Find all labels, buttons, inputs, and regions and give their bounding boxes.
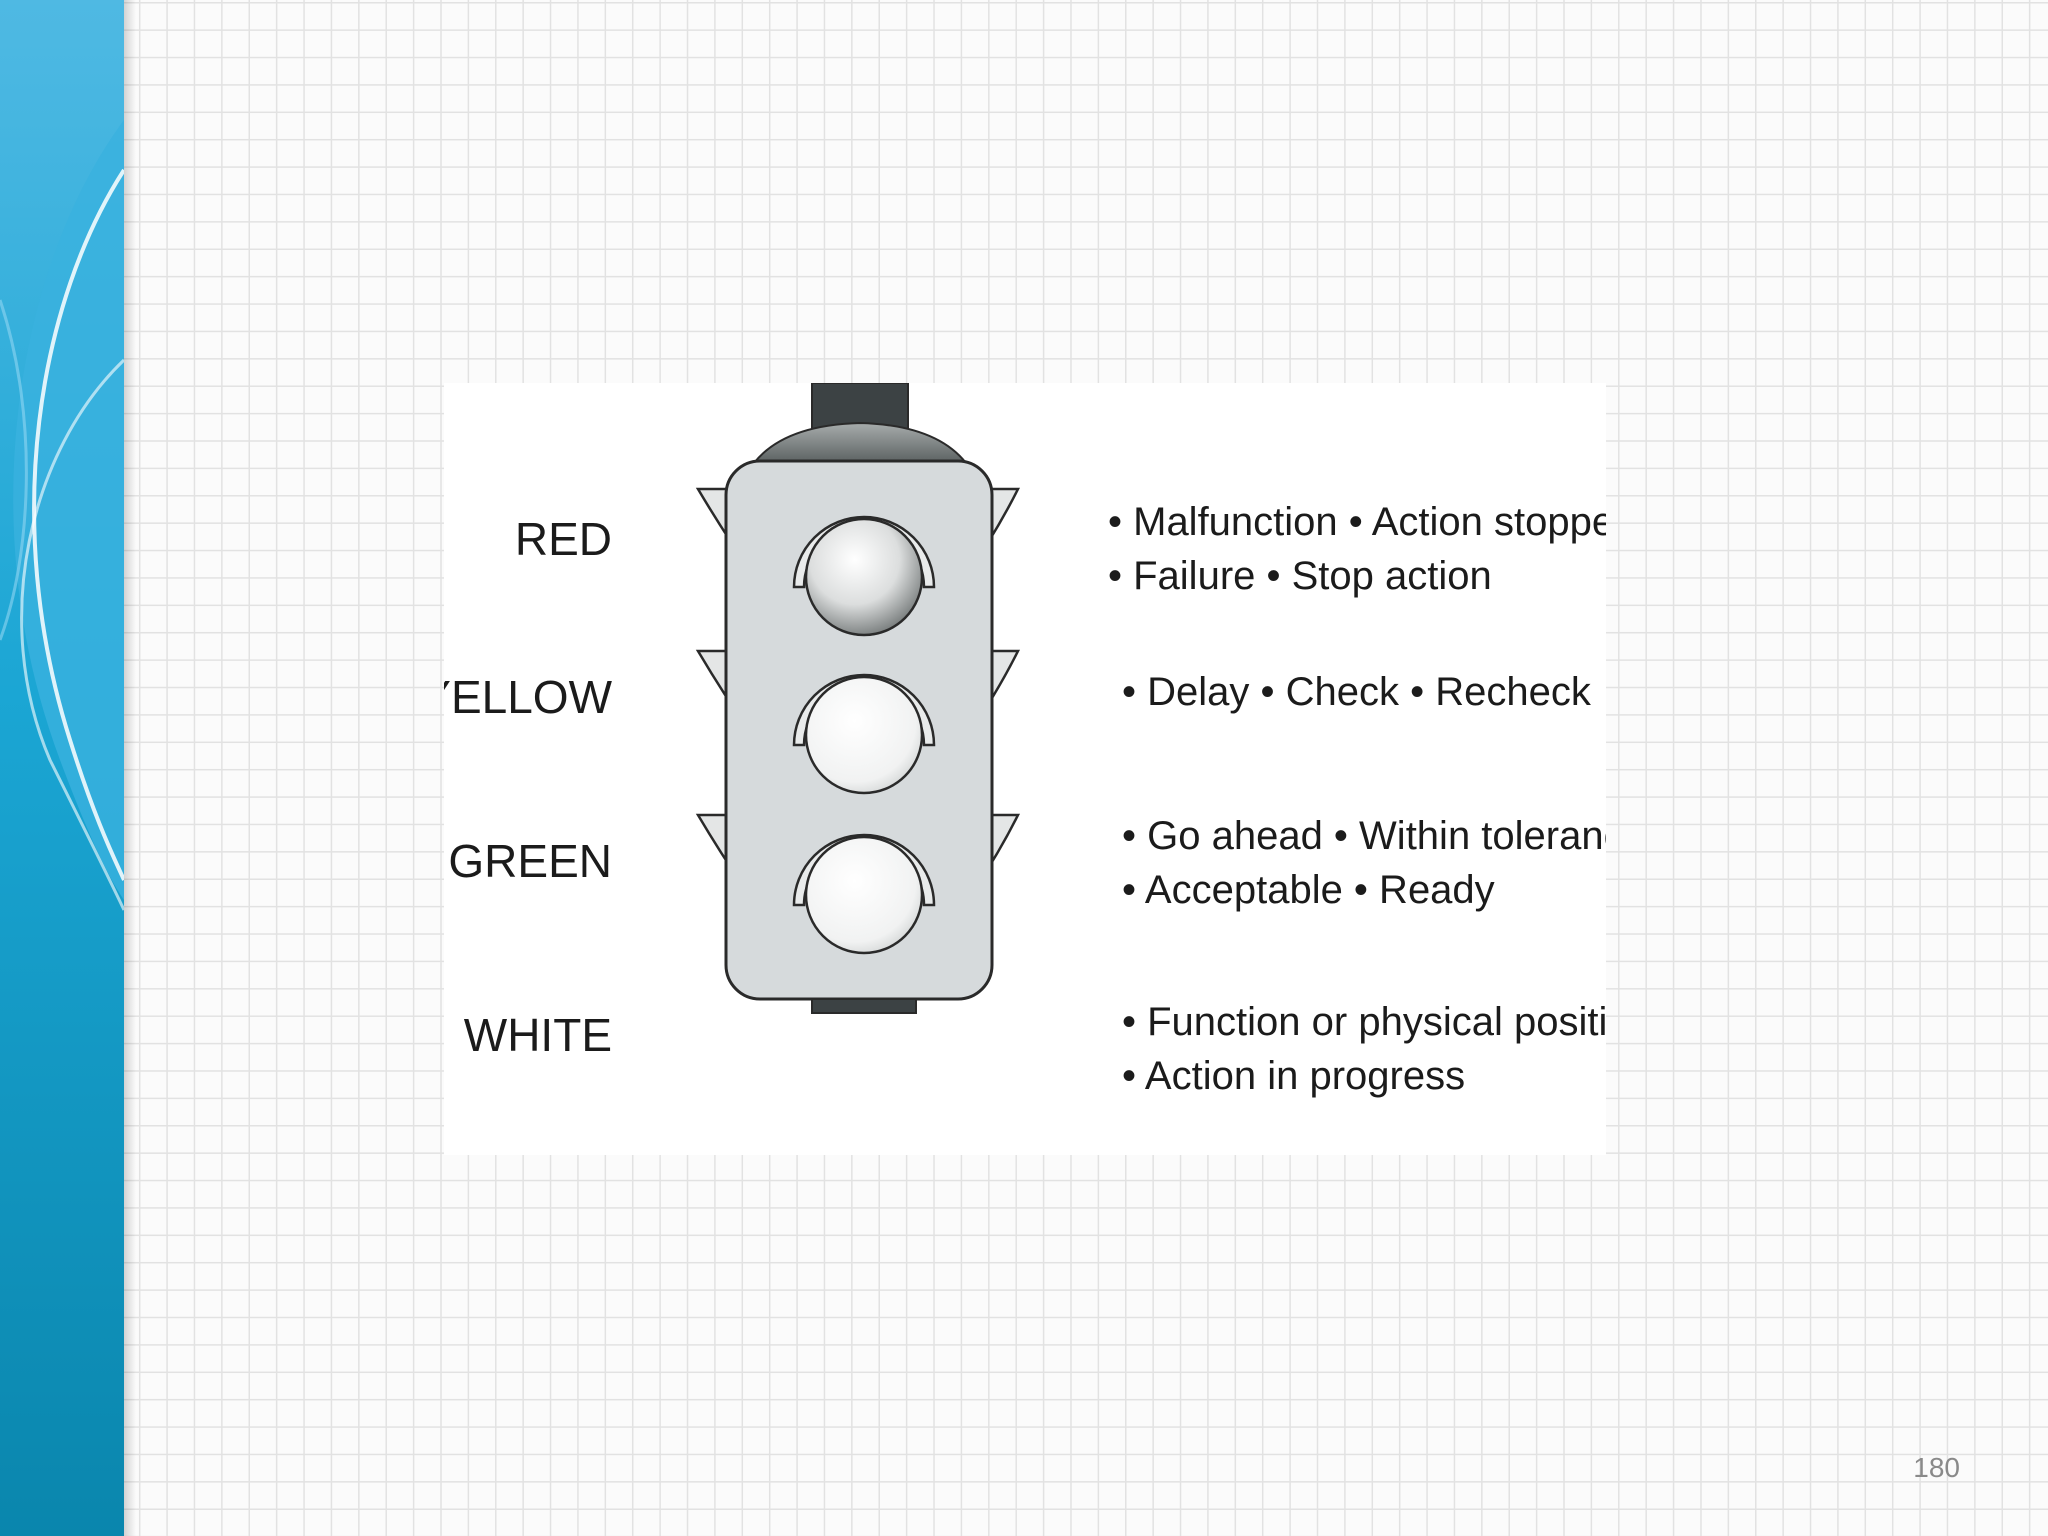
signal-top-cap bbox=[811, 383, 909, 430]
lamp-1 bbox=[804, 517, 924, 637]
red-item-line-1: • Malfunction • Action stopped bbox=[1108, 500, 1606, 544]
signal-dome bbox=[751, 421, 969, 464]
label-green: GREEN bbox=[448, 835, 612, 887]
signal-bottom-cap bbox=[811, 998, 917, 1014]
red-item-line-2: • Failure • Stop action bbox=[1108, 554, 1492, 598]
page-number: 180 bbox=[1913, 1452, 1960, 1483]
green-item-line-1: • Go ahead • Within tolerance bbox=[1122, 814, 1606, 858]
white-item-line-2: • Action in progress bbox=[1122, 1054, 1465, 1098]
traffic-light-figure: RED YELLOW GREEN WHITE • Malfunction • A… bbox=[444, 383, 1606, 1155]
label-white: WHITE bbox=[464, 1009, 612, 1061]
sidebar-decoration bbox=[0, 0, 124, 1536]
sidebar-shadow bbox=[124, 0, 136, 1536]
lamp-3 bbox=[804, 835, 924, 955]
label-red: RED bbox=[515, 513, 612, 565]
green-item-line-2: • Acceptable • Ready bbox=[1122, 868, 1495, 912]
white-item-line-1: • Function or physical position bbox=[1122, 1000, 1606, 1044]
lamp-2 bbox=[804, 675, 924, 795]
label-yellow: YELLOW bbox=[444, 671, 613, 723]
yellow-item-line-1: • Delay • Check • Recheck bbox=[1122, 670, 1592, 714]
